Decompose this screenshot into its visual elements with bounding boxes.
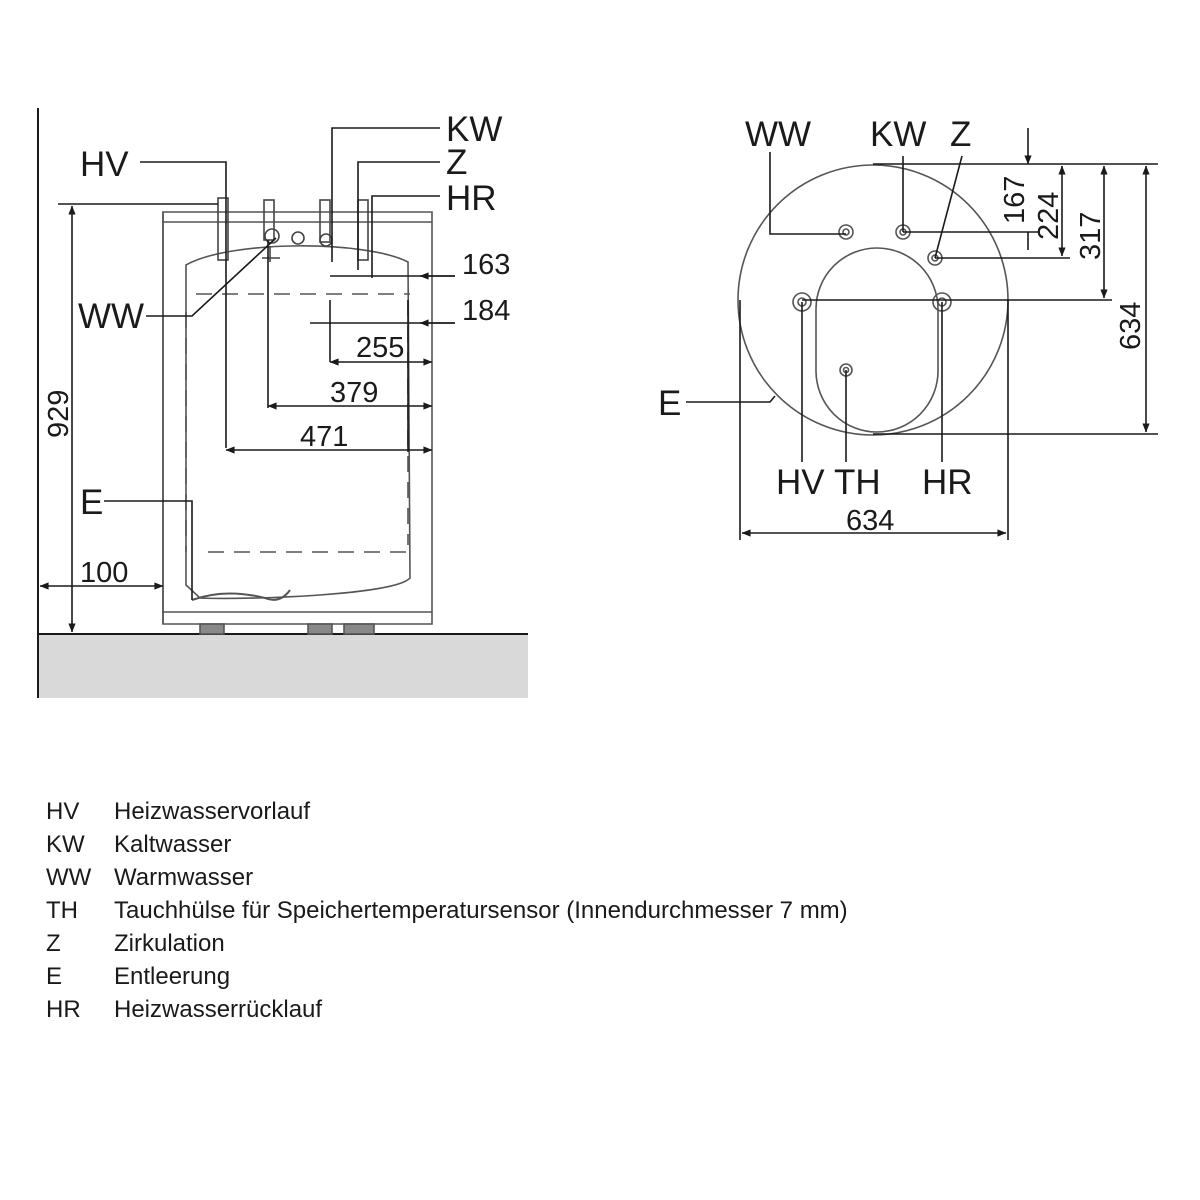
legend-item: E Entleerung — [46, 960, 854, 993]
top-label-kw: KW — [870, 115, 926, 154]
side-dim-929: 929 — [43, 390, 75, 438]
top-dim-167: 167 — [999, 176, 1031, 224]
legend-item: Z Zirkulation — [46, 927, 854, 960]
legend-desc: Heizwasserrücklauf — [114, 996, 323, 1023]
top-label-z: Z — [950, 115, 971, 154]
legend-abbr: Z — [46, 930, 61, 957]
side-dim-471: 471 — [300, 421, 348, 453]
floor — [38, 634, 528, 698]
side-label-kw: KW — [446, 110, 502, 149]
technical-drawing: KW HV Z HR WW E 163 184 255 379 471 929 … — [37, 108, 1158, 698]
side-dim-100: 100 — [80, 557, 128, 589]
legend-item: TH Tauchhülse für Speichertemperatursens… — [46, 894, 854, 927]
legend-abbr: HV — [46, 798, 80, 825]
legend-item: HV Heizwasservorlauf — [46, 795, 854, 828]
side-label-e: E — [80, 483, 103, 522]
legend-desc: Warmwasser — [114, 864, 254, 891]
side-dim-184: 184 — [462, 295, 510, 327]
top-label-hr: HR — [922, 463, 973, 502]
top-dim-317: 317 — [1075, 212, 1107, 260]
legend-item: HR Heizwasserrücklauf — [46, 993, 854, 1026]
storage-tank — [162, 197, 433, 635]
inner-oval — [815, 247, 939, 433]
top-view: WW KW Z E HV TH HR 167 224 317 634 634 — [658, 115, 1158, 540]
legend-abbr: KW — [46, 831, 85, 858]
legend-desc: Zirkulation — [114, 930, 225, 957]
legend-item: WW Warmwasser — [46, 861, 854, 894]
legend-desc: Kaltwasser — [114, 831, 232, 858]
side-label-hv: HV — [80, 145, 129, 184]
legend-desc: Tauchhülse für Speichertemperatursensor … — [114, 897, 848, 924]
side-dim-255: 255 — [356, 332, 404, 364]
top-dim-634-vertical: 634 — [1115, 302, 1147, 350]
legend-abbr: HR — [46, 996, 81, 1023]
top-dim-224: 224 — [1033, 192, 1065, 240]
side-dim-163: 163 — [462, 249, 510, 281]
legend-desc: Heizwasservorlauf — [114, 798, 311, 825]
legend: HV Heizwasservorlauf KW Kaltwasser WW Wa… — [46, 795, 854, 1026]
side-label-hr: HR — [446, 179, 497, 218]
legend-abbr: WW — [46, 864, 92, 891]
legend-abbr: E — [46, 963, 63, 990]
top-label-th: TH — [834, 463, 881, 502]
top-label-hv: HV — [776, 463, 825, 502]
legend-item: KW Kaltwasser — [46, 828, 854, 861]
legend-desc: Entleerung — [114, 963, 231, 990]
side-view: KW HV Z HR WW E 163 184 255 379 471 929 … — [37, 108, 528, 698]
side-label-ww: WW — [78, 297, 144, 336]
top-label-ww: WW — [745, 115, 811, 154]
top-dim-634-horizontal: 634 — [846, 505, 894, 537]
top-label-e: E — [658, 384, 681, 423]
side-label-z: Z — [446, 143, 467, 182]
side-dim-379: 379 — [330, 377, 378, 409]
legend-abbr: TH — [46, 897, 78, 924]
